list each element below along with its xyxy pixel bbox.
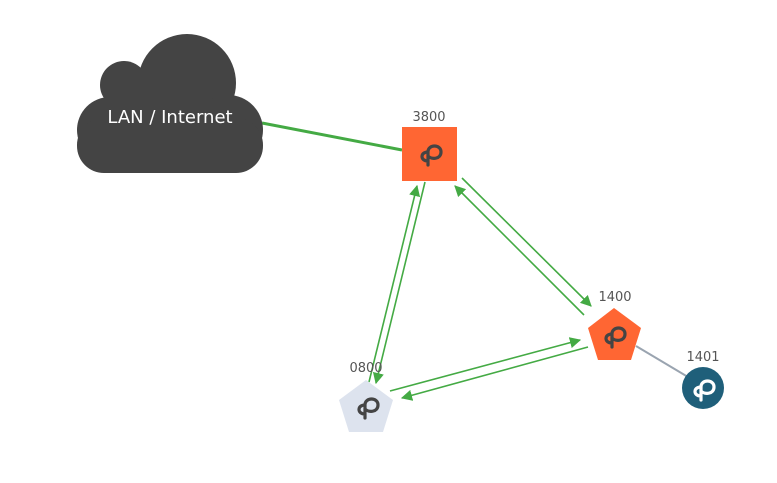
link-0800-to-1400[interactable] bbox=[389, 337, 582, 392]
link-1400-1401[interactable] bbox=[635, 345, 689, 378]
link-3800-to-0800[interactable] bbox=[372, 181, 426, 385]
device-logo-icon bbox=[357, 397, 380, 420]
node-1400[interactable]: 1400 bbox=[588, 290, 641, 360]
node-1401[interactable]: 1401 bbox=[682, 350, 724, 409]
node-label-1401: 1401 bbox=[686, 350, 719, 365]
device-logo-icon bbox=[693, 379, 716, 402]
link-1400-to-0800[interactable] bbox=[400, 346, 589, 401]
node-shape-1400 bbox=[588, 308, 641, 360]
node-label-3800: 3800 bbox=[412, 110, 445, 125]
node-label-0800: 0800 bbox=[349, 361, 382, 376]
links-layer bbox=[261, 121, 689, 401]
cloud-node[interactable]: LAN / Internet bbox=[77, 34, 263, 173]
link-1400-to-3800[interactable] bbox=[454, 185, 585, 316]
link-3800-to-1400[interactable] bbox=[461, 177, 592, 307]
node-shape-1401 bbox=[682, 367, 724, 409]
link-0800-to-3800[interactable] bbox=[368, 184, 421, 383]
device-logo-icon bbox=[604, 326, 627, 349]
node-0800[interactable]: 0800 bbox=[339, 361, 393, 432]
cloud-label: LAN / Internet bbox=[107, 107, 232, 128]
node-label-1400: 1400 bbox=[598, 290, 631, 305]
cloud-icon bbox=[77, 34, 263, 173]
device-logo-icon bbox=[420, 144, 443, 167]
node-3800[interactable]: 3800 bbox=[402, 110, 457, 181]
link-cloud-3800[interactable] bbox=[261, 121, 403, 152]
